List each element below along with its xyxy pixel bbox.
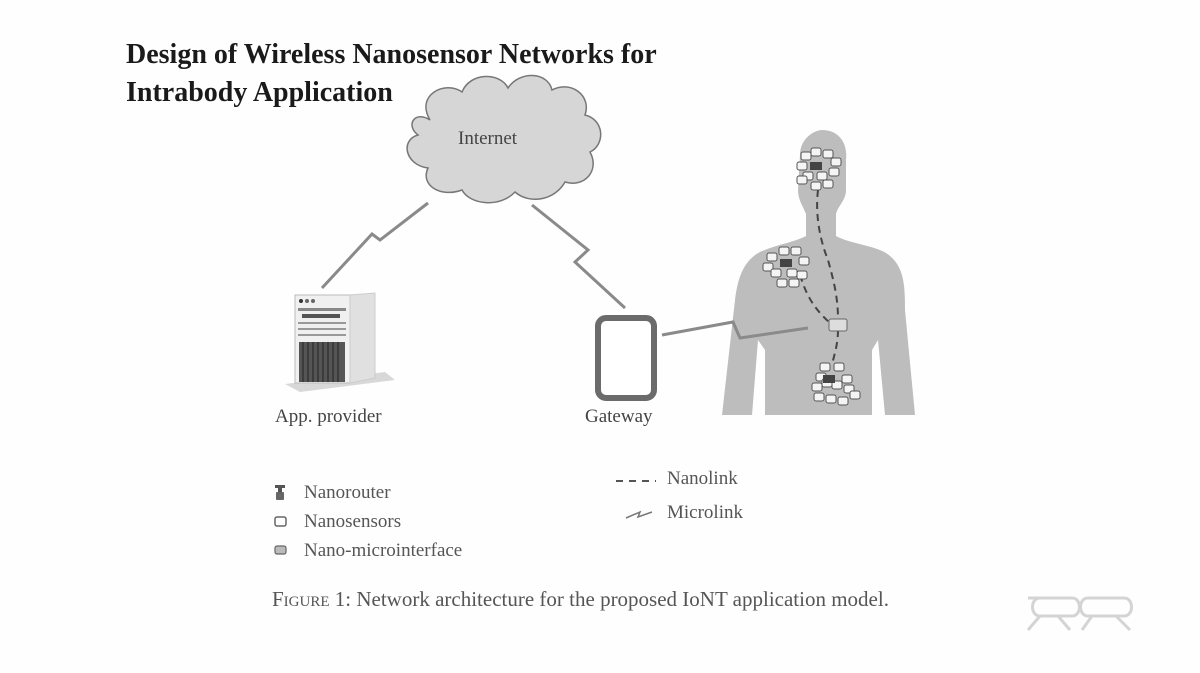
- nanorouter-node: [780, 259, 792, 267]
- nano-microinterface-legend-icon: [274, 545, 287, 555]
- nanosensor-node: [816, 171, 828, 181]
- legend-microlink: Microlink: [667, 502, 743, 524]
- nanosensor-node: [837, 396, 849, 406]
- caption-text: : Network architecture for the proposed …: [345, 587, 889, 611]
- nanosensor-node: [830, 157, 842, 167]
- nanosensor-node: [798, 256, 810, 266]
- legend-label: Nanosensors: [304, 511, 402, 532]
- legend-label: Microlink: [667, 502, 743, 523]
- nanosensor-node: [770, 268, 782, 278]
- rr-watermark-logo: [1026, 596, 1133, 632]
- nanosensor-node: [822, 149, 834, 159]
- nano-microinterface-node: [828, 318, 848, 332]
- nanorouter-node: [810, 162, 822, 170]
- nanosensor-node: [828, 167, 840, 177]
- nanosensor-node: [811, 382, 823, 392]
- internet-label: Internet: [458, 128, 518, 149]
- nanosensor-node: [796, 270, 808, 280]
- microlink-gateway-body: [661, 320, 809, 340]
- nanorouter-legend-icon: [275, 485, 285, 500]
- nanosensor-node: [813, 392, 825, 402]
- nanosensor-node: [822, 179, 834, 189]
- legend-nanorouter: Nanorouter: [304, 482, 391, 504]
- title-line-1: Design of Wireless Nanosensor Networks f…: [126, 39, 657, 70]
- nanosensor-node: [841, 374, 853, 384]
- human-body: [722, 130, 915, 415]
- nanosensor-node: [810, 181, 822, 191]
- legend-label: Nanorouter: [304, 482, 391, 503]
- gateway-label: Gateway: [585, 406, 653, 427]
- microlink-cloud-server: [320, 201, 429, 290]
- nanosensor-node: [786, 268, 798, 278]
- nanosensor-clusters: [762, 147, 861, 406]
- legend-nanolink: Nanolink: [667, 468, 738, 490]
- nanosensor-node: [790, 246, 802, 256]
- gateway-phone-icon: [595, 315, 657, 401]
- nanosensor-node: [796, 175, 808, 185]
- nanosensor-node: [778, 246, 790, 256]
- title-line-2: Intrabody Application: [126, 77, 393, 108]
- zigzag-legend-icon: [625, 510, 653, 519]
- nanosensor-node: [788, 278, 800, 288]
- nanosensor-node: [833, 362, 845, 372]
- internet-cloud: [406, 74, 602, 204]
- app-provider-label: App. provider: [275, 406, 382, 427]
- nanosensor-node: [766, 252, 778, 262]
- nanosensor-node: [762, 262, 774, 272]
- caption-prefix: Figure 1: [272, 587, 346, 611]
- page-title: Design of Wireless Nanosensor Networks f…: [126, 36, 657, 112]
- legend-label: Nanolink: [667, 468, 738, 489]
- nanosensor-node: [849, 390, 861, 400]
- nanosensor-node: [800, 151, 812, 161]
- microlink-cloud-gateway: [531, 203, 627, 310]
- legend-nano-microinterface: Nano-microinterface: [304, 540, 462, 562]
- legend-nanosensors: Nanosensors: [304, 511, 401, 533]
- nanosensor-node: [796, 161, 808, 171]
- nanosensor-node: [776, 278, 788, 288]
- server-icon: [285, 292, 395, 392]
- legend-label: Nano-microinterface: [304, 540, 463, 561]
- figure-caption: Figure 1: Network architecture for the p…: [272, 584, 952, 614]
- nanosensor-node: [810, 147, 822, 157]
- nanosensor-node: [819, 362, 831, 372]
- nanorouter-node: [823, 375, 835, 383]
- nanosensor-legend-icon: [274, 516, 287, 527]
- nanosensor-node: [825, 394, 837, 404]
